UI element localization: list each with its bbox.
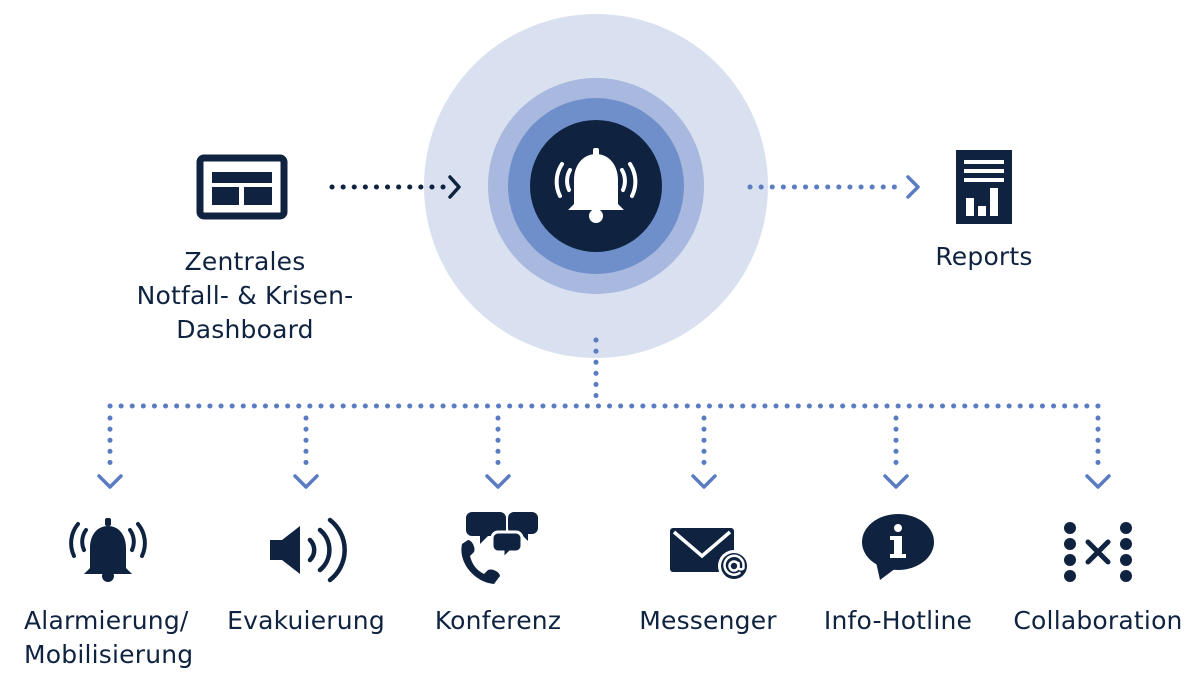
distribution-arrowheads <box>97 474 1111 489</box>
info-bubble-icon <box>862 514 934 580</box>
arrow-dashboard-to-hub <box>329 175 461 199</box>
dashboard-label-line-1: Zentrales <box>184 247 306 276</box>
channel-label-alarmierung-line-2: Mobilisierung <box>24 640 194 669</box>
reports-label: Reports <box>935 242 1033 271</box>
channel-label-alarmierung: Alarmierung/ Mobilisierung <box>24 604 193 672</box>
conference-call-icon <box>461 512 538 584</box>
channel-label-collaboration: Collaboration <box>1013 606 1183 635</box>
dashboard-icon <box>196 154 288 220</box>
collaboration-icon <box>1064 522 1132 582</box>
dashboard-label: Zentrales Notfall- & Krisen- Dashboard <box>110 245 380 347</box>
dashboard-label-line-3: Dashboard <box>176 315 314 344</box>
envelope-icon <box>670 528 750 582</box>
speaker-icon <box>270 517 347 583</box>
channel-label-info-hotline: Info-Hotline <box>823 606 973 635</box>
dashboard-label-line-2: Notfall- & Krisen- <box>136 281 354 310</box>
arrow-hub-to-reports <box>747 175 920 199</box>
alarm-bell-icon <box>554 148 638 223</box>
distribution-connectors <box>107 337 1101 473</box>
channel-label-evakuierung: Evakuierung <box>227 606 385 635</box>
report-icon <box>956 150 1012 224</box>
channel-label-messenger: Messenger <box>639 606 777 635</box>
alarm-hub <box>424 14 768 358</box>
channel-label-konferenz: Konferenz <box>434 606 562 635</box>
alarm-bell-icon <box>69 518 147 582</box>
channel-label-alarmierung-line-1: Alarmierung/ <box>24 606 189 635</box>
